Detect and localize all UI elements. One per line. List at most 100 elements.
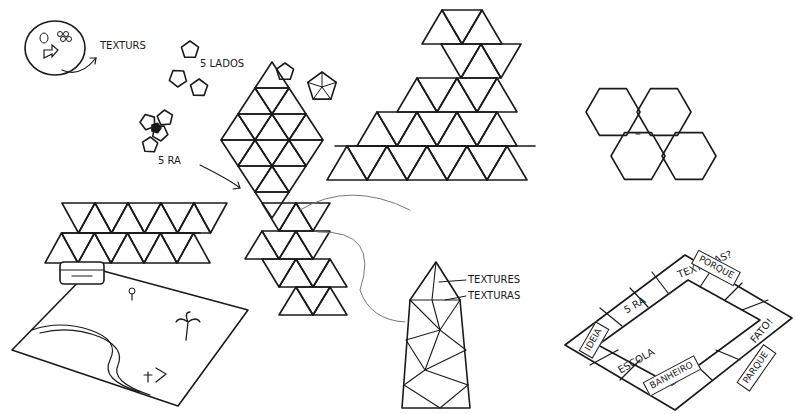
triangle-tile — [255, 88, 289, 114]
leader-line — [439, 280, 466, 282]
triangle-tile — [296, 231, 330, 259]
triangle-tile — [262, 259, 296, 287]
triangle-tile — [62, 203, 95, 233]
map-marker — [131, 294, 132, 300]
map-marker — [129, 288, 135, 294]
triangle-tile — [417, 112, 457, 146]
triangle-tile — [279, 259, 313, 287]
hexagon-tile — [586, 89, 640, 136]
sketch-note: ESCOLA — [616, 346, 656, 376]
triangle-tile — [161, 203, 194, 233]
triangle-tile — [272, 166, 306, 192]
triangle-tile — [62, 233, 95, 263]
hexagon-tile — [637, 89, 691, 136]
grid-line — [62, 232, 200, 234]
texture-icon — [64, 32, 69, 37]
pentagon-shape — [157, 110, 172, 125]
pentagon-fan — [308, 82, 322, 87]
triangle-tile — [481, 44, 521, 78]
texture-icon — [40, 33, 48, 43]
treasure-chest — [60, 262, 104, 284]
triangle-tile — [255, 62, 289, 88]
pentagon-fan — [308, 72, 337, 99]
triangle-tile — [437, 112, 477, 146]
triangle-tile — [289, 114, 323, 140]
triangle-tile — [79, 203, 112, 233]
pentagon-shape — [152, 123, 161, 133]
connector-curve — [300, 195, 410, 210]
texture-icon — [58, 32, 63, 37]
texture-icon — [67, 37, 72, 42]
triangle-tile — [144, 233, 177, 263]
pointer-head — [90, 58, 96, 64]
pentagon-fan — [322, 82, 336, 87]
triangle-tile — [145, 203, 178, 233]
triangle-tile — [78, 233, 111, 263]
crystal-tower — [402, 262, 470, 408]
triangle-tile — [441, 44, 481, 78]
grid-line — [335, 145, 535, 147]
sketch-note: 5 RA — [158, 155, 181, 166]
triangle-tile — [457, 112, 497, 146]
triangle-tile — [272, 140, 306, 166]
pointer-line — [200, 165, 240, 188]
triangle-tile — [397, 112, 437, 146]
triangle-tile — [279, 203, 313, 231]
triangle-tile — [289, 140, 323, 166]
sketch-note: TEXTURAS — [468, 290, 520, 301]
triangle-tile — [128, 203, 161, 233]
pentagon-shape — [190, 79, 207, 95]
triangle-tile — [262, 203, 296, 231]
triangle-tile — [437, 78, 477, 112]
map-figure — [144, 368, 166, 382]
triangle-tile — [447, 146, 487, 180]
triangle-tile — [462, 10, 502, 44]
pentagon-shape — [143, 137, 158, 152]
texture-icon — [61, 37, 66, 42]
triangle-tile — [357, 112, 397, 146]
triangle-tile — [467, 146, 507, 180]
triangle-tile — [128, 233, 161, 263]
river — [40, 330, 150, 395]
triangle-tile — [272, 88, 306, 114]
triangle-tile — [238, 114, 272, 140]
triangle-tile — [461, 44, 501, 78]
pointer-line — [62, 58, 96, 72]
pentagon-shape — [181, 41, 198, 57]
map-sheet — [12, 268, 248, 406]
triangle-tile — [367, 146, 407, 180]
triangle-tile — [238, 88, 272, 114]
triangle-tile — [442, 10, 482, 44]
triangle-tile — [255, 192, 289, 218]
triangle-tile — [279, 231, 313, 259]
triangle-tile — [313, 259, 347, 287]
triangle-tile — [327, 146, 367, 180]
triangle-tile — [477, 78, 517, 112]
triangle-tile — [95, 203, 128, 233]
triangle-tile — [95, 233, 128, 263]
triangle-tile — [407, 146, 447, 180]
triangle-tile — [255, 140, 289, 166]
pentagon-shape — [276, 63, 293, 79]
texture-icon — [44, 45, 58, 58]
triangle-tile — [262, 231, 296, 259]
card-text: BANHEIRO — [648, 360, 695, 391]
pentagon-fan — [322, 72, 323, 87]
triangle-tile — [427, 146, 467, 180]
texture-circle — [25, 21, 85, 75]
pentagon-fan — [322, 87, 331, 99]
triangle-tile — [177, 233, 210, 263]
triangle-tile — [296, 287, 330, 315]
card-text: IDEIA — [583, 327, 604, 353]
triangle-tile — [422, 10, 462, 44]
sketch-note: 5 LADOS — [200, 58, 244, 69]
triangle-tile — [387, 146, 427, 180]
triangle-tile — [397, 78, 437, 112]
pentagon-shape — [169, 71, 186, 87]
sketch-note: TEXTURS — [100, 40, 146, 51]
pointer-head — [233, 182, 240, 189]
triangle-tile — [296, 203, 330, 231]
palm-tree — [176, 312, 200, 340]
triangle-tile — [272, 114, 306, 140]
triangle-tile — [313, 287, 347, 315]
